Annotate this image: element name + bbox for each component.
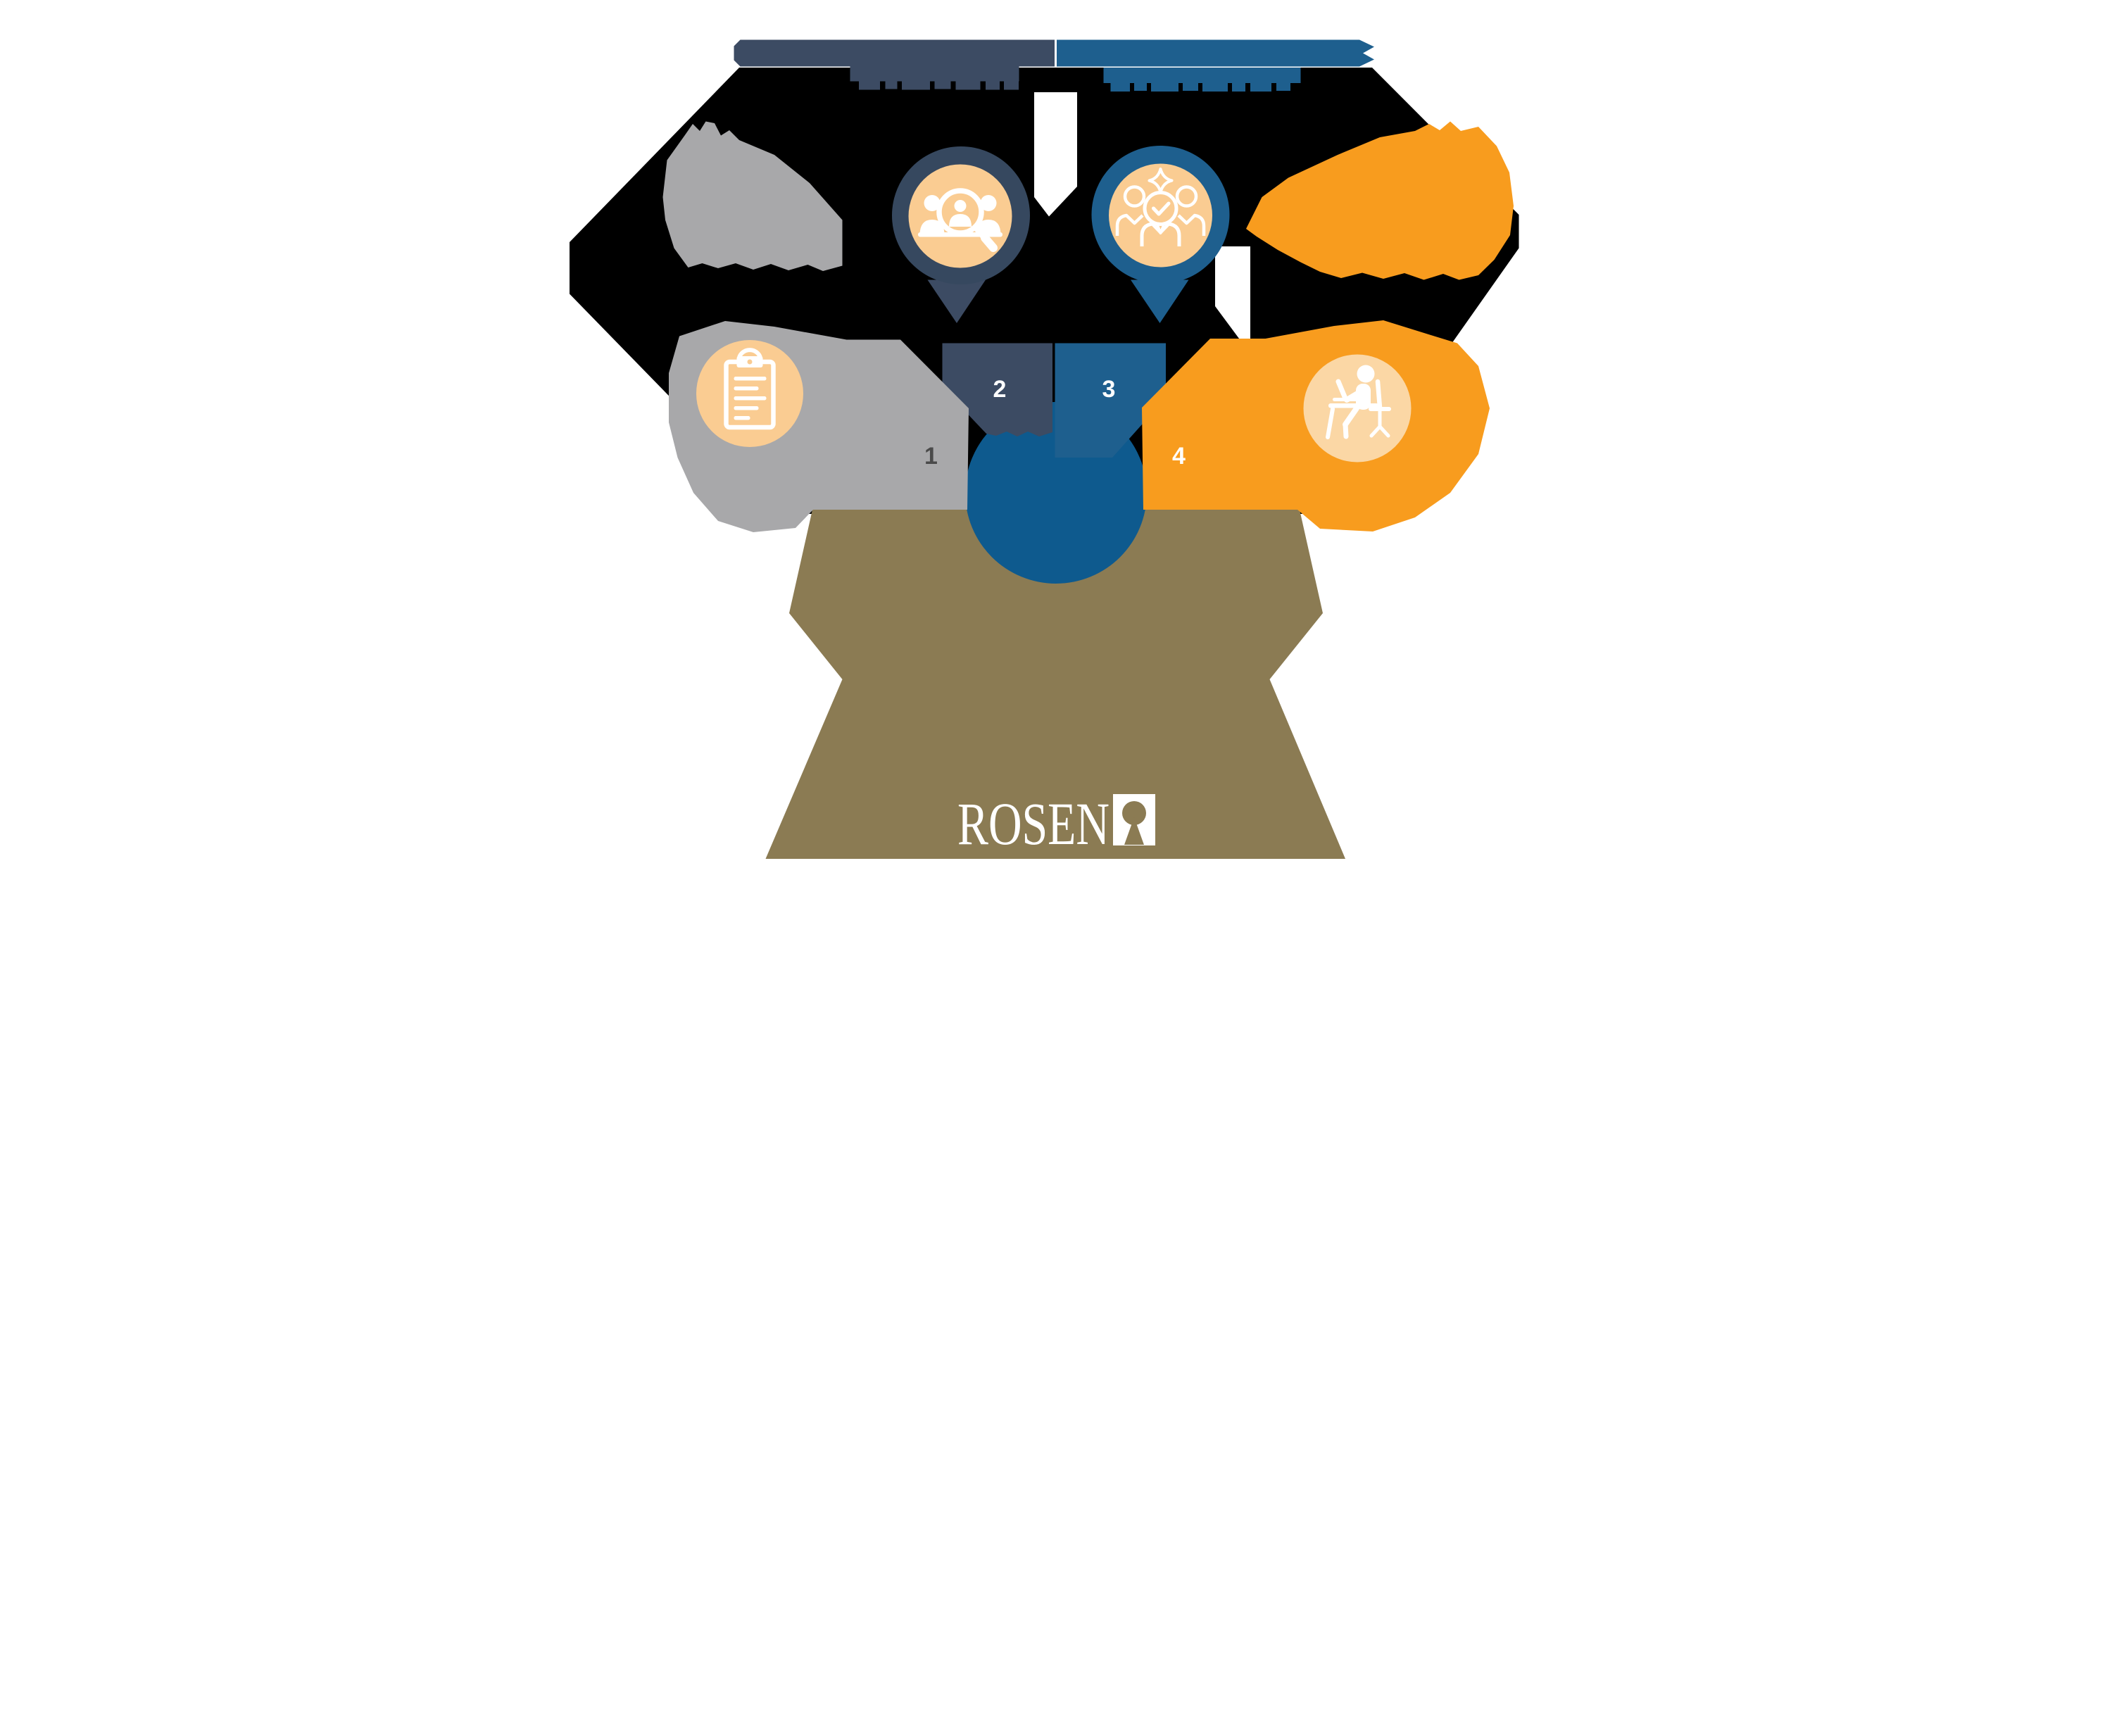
step4-number: 4: [1172, 443, 1186, 470]
step3-ribbon-wedge: [1055, 343, 1166, 458]
step3-pin-tail: [1131, 279, 1189, 323]
infographic-canvas: 1 2 3 4 ROSEN: [570, 39, 1519, 859]
people-check-icon: [1115, 168, 1206, 246]
step1-number: 1: [924, 443, 938, 470]
pedestal: [765, 510, 1345, 859]
keyhole-person-icon: [1113, 794, 1155, 845]
step1-circle-fill: [696, 340, 803, 447]
step4-orange-blob-upper: [1246, 121, 1514, 280]
center-funnel-blue: [965, 343, 1166, 584]
shadow-gap: [1034, 92, 1077, 217]
brand-wordmark: ROSEN: [957, 790, 1110, 857]
header-left-ghost-text: [850, 66, 1019, 90]
shadow-gap: [1215, 246, 1250, 354]
brand-logo: ROSEN: [957, 790, 1155, 857]
infographic: 1 2 3 4 ROSEN: [528, 0, 1584, 868]
people-search-icon: [918, 188, 1002, 252]
step1-gray-blob-upper: [662, 121, 843, 271]
header-ribbon-left: [734, 39, 1055, 90]
pedestal-shape: [765, 510, 1345, 859]
step3-number: 3: [1102, 376, 1116, 403]
clipboard-icon: [724, 348, 776, 430]
header-right-bar: [1057, 39, 1374, 67]
step2-pin-tail: [927, 279, 986, 323]
step2-ribbon-wedge: [942, 343, 1052, 436]
header-right-ghost-text: [1103, 68, 1301, 92]
step2-number: 2: [993, 376, 1007, 403]
person-at-desk-icon: [1326, 365, 1391, 439]
header-left-bar: [734, 39, 1055, 67]
header-ribbon-right: [1057, 39, 1374, 92]
